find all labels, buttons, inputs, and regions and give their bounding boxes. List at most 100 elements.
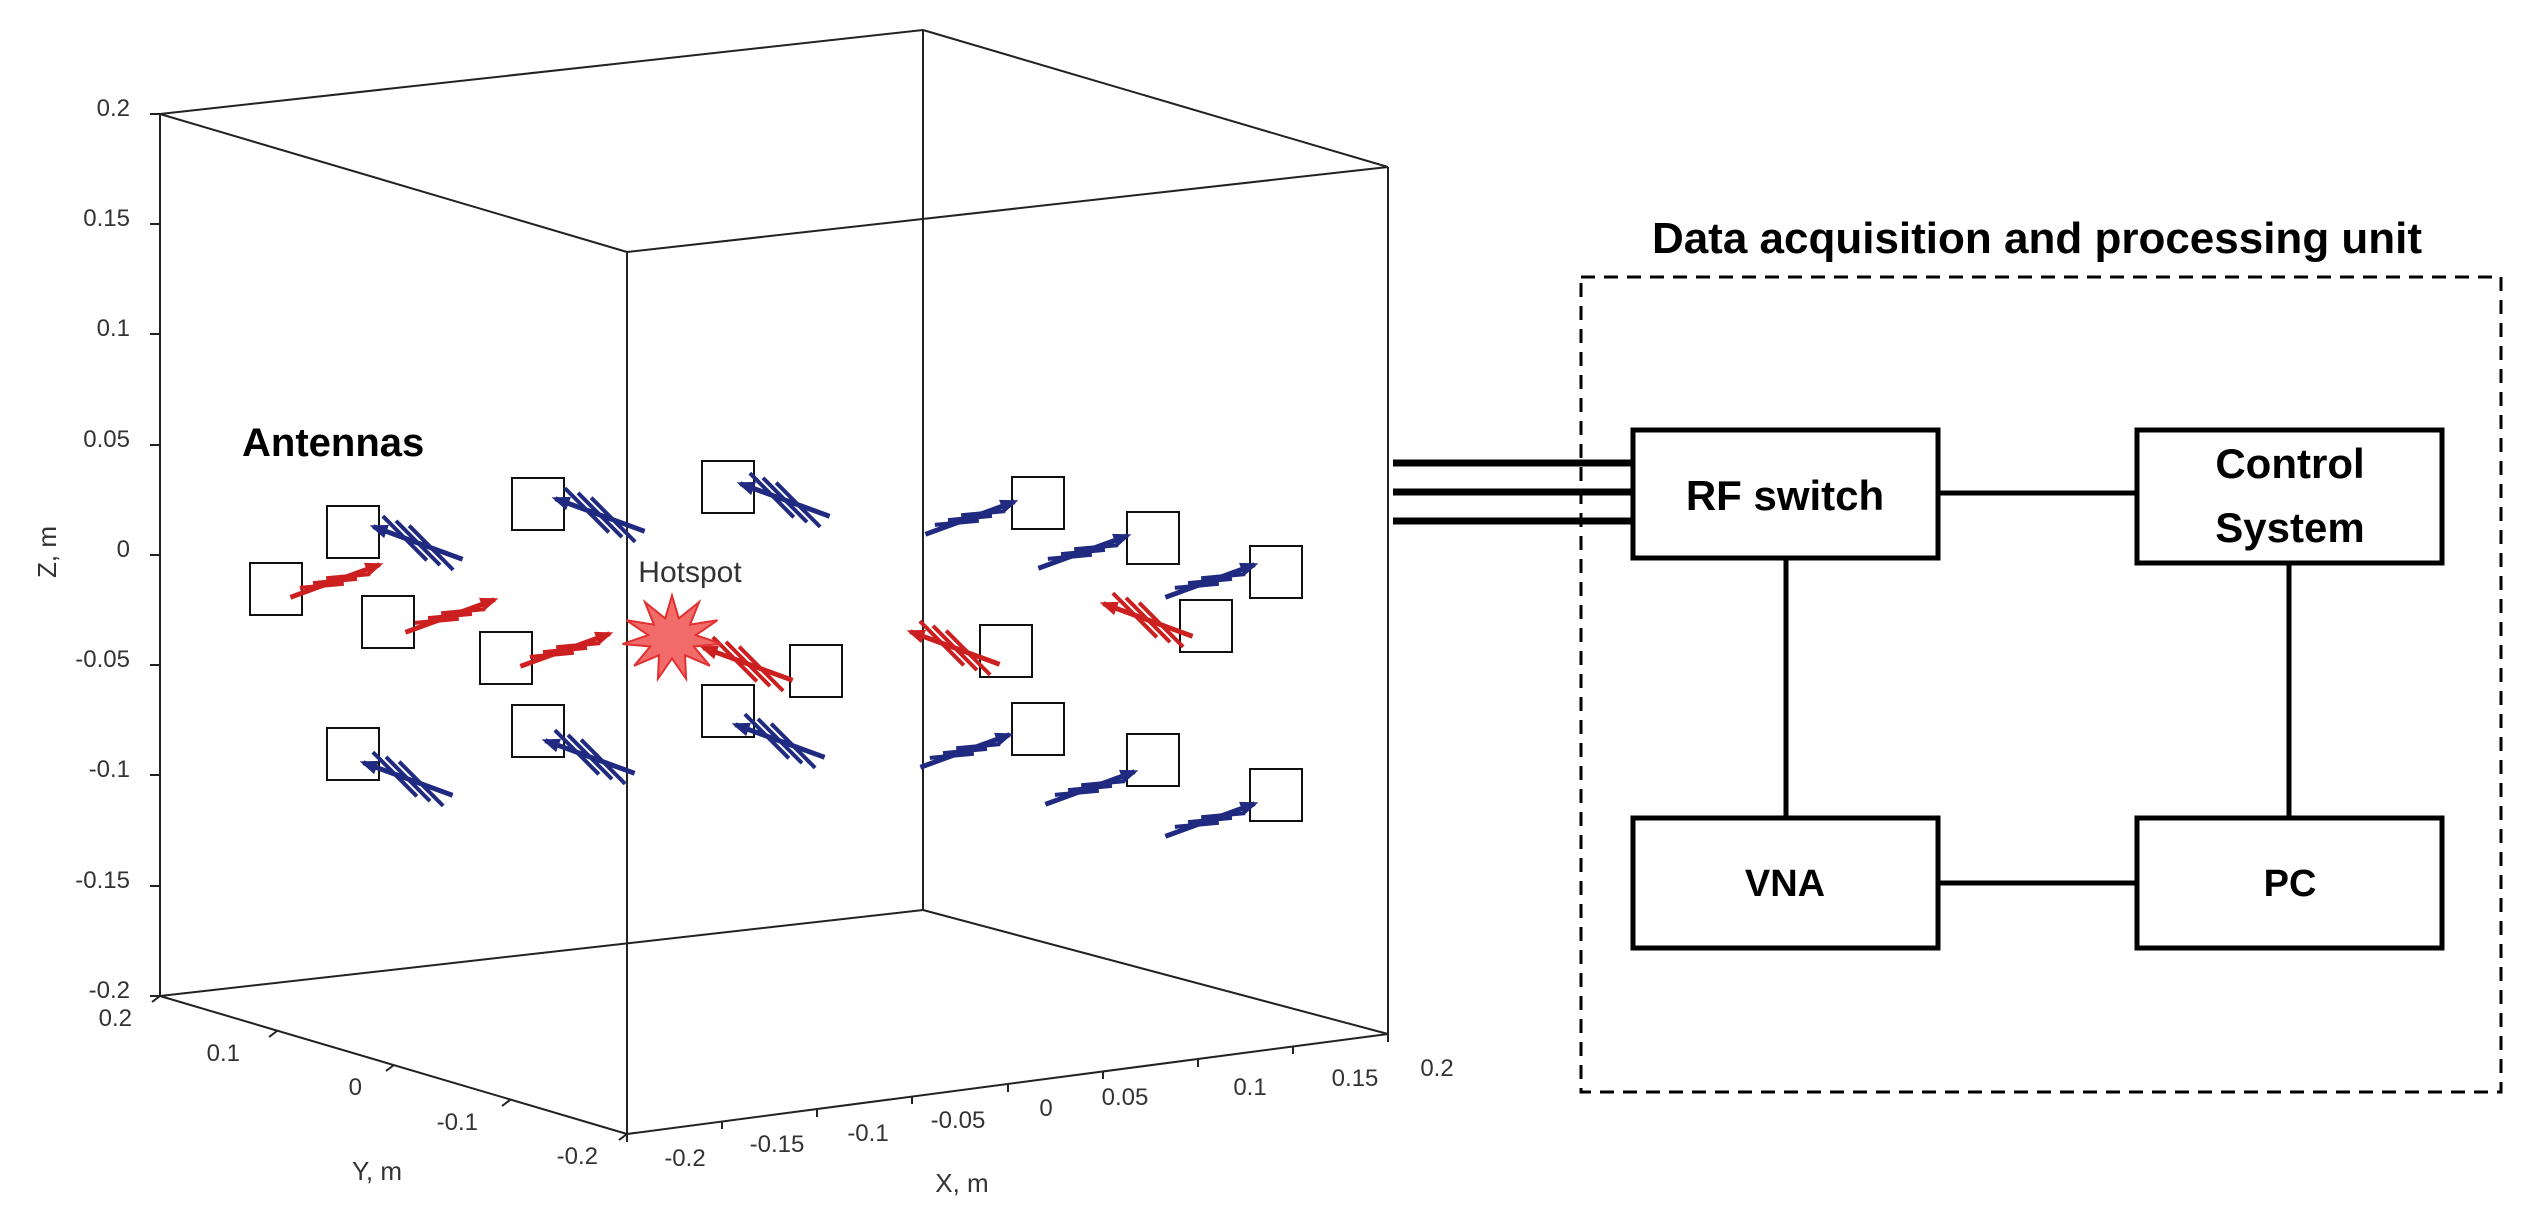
x-tick-label: -0.1 <box>847 1120 888 1147</box>
control-system-label-line2: System <box>2215 504 2364 551</box>
vna-block: VNA <box>1630 815 1941 951</box>
antenna-element <box>427 611 473 621</box>
z-tick-label: 0.05 <box>83 426 130 453</box>
antenna-patch <box>326 727 380 781</box>
active-antenna <box>361 595 499 649</box>
x-tick-label: -0.2 <box>664 1145 705 1172</box>
antenna-element <box>724 640 772 688</box>
antenna-element <box>299 581 345 590</box>
antenna-element <box>579 738 627 786</box>
y-tick-marks <box>151 995 628 1141</box>
antenna-element <box>1174 820 1220 829</box>
antenna-array <box>249 460 1303 839</box>
antenna-patch <box>1011 476 1065 530</box>
antenna-element <box>407 524 455 572</box>
antenna-arrow-icon <box>699 645 719 660</box>
antenna-element <box>769 722 817 770</box>
z-axis: 0.2 0.15 0.1 0.05 0 -0.05 -0.1 -0.15 -0.… <box>32 95 160 1004</box>
antenna-element <box>934 518 980 527</box>
x-axis-label: X, m <box>935 1168 988 1198</box>
active-antenna <box>1099 591 1233 653</box>
hotspot: Hotspot <box>622 556 742 683</box>
antenna-element <box>931 624 979 672</box>
antenna-element <box>563 486 611 534</box>
antenna-patch <box>1249 768 1303 822</box>
antenna-element <box>955 742 1001 751</box>
active-antenna <box>249 562 384 616</box>
antenna-patch <box>701 684 755 738</box>
z-tick-label: -0.15 <box>75 867 130 894</box>
x-tick-label: -0.15 <box>750 1131 805 1158</box>
antenna-element <box>384 755 432 803</box>
antenna-arrow-icon <box>906 629 926 644</box>
x-tick-label: 0.05 <box>1102 1084 1149 1111</box>
antenna-patch <box>361 595 415 649</box>
antenna-patch <box>1179 599 1233 653</box>
antenna-patch <box>1011 702 1065 756</box>
x-tick-label: 0.1 <box>1233 1074 1266 1101</box>
antenna-element <box>918 619 966 667</box>
passive-antenna <box>326 505 464 572</box>
antenna-element <box>397 760 445 808</box>
active-antenna <box>906 619 1033 678</box>
passive-antenna <box>701 460 831 529</box>
rf-switch-label: RF switch <box>1686 472 1884 519</box>
antenna-arrow-icon <box>736 481 756 496</box>
z-tick-marks <box>150 113 160 997</box>
antenna-arrow-icon <box>369 524 389 539</box>
y-tick-label: 0.2 <box>99 1005 132 1032</box>
antenna-element <box>394 519 442 567</box>
antenna-arrow-icon <box>731 722 751 737</box>
control-system-label-line1: Control <box>2215 440 2364 487</box>
hotspot-burst-icon <box>622 591 722 683</box>
antenna-element <box>748 471 796 519</box>
x-tick-marks <box>626 1034 1389 1142</box>
antenna-element <box>1200 572 1246 581</box>
x-axis: -0.2 -0.15 -0.1 -0.05 0 0.05 0.1 0.15 0.… <box>626 1034 1454 1198</box>
antenna-patch <box>1126 733 1180 787</box>
antenna-element <box>1054 788 1100 797</box>
y-tick-label: -0.2 <box>557 1143 598 1170</box>
x-tick-label: 0.15 <box>1332 1065 1379 1092</box>
z-tick-label: 0.1 <box>97 315 130 342</box>
antenna-element <box>761 476 809 524</box>
y-axis-label: Y, m <box>352 1156 402 1186</box>
antenna-patch <box>249 562 303 616</box>
passive-antenna <box>1037 511 1180 571</box>
antenna-element <box>325 572 371 581</box>
antenna-element <box>1200 811 1246 820</box>
passive-antenna <box>1044 733 1180 807</box>
antenna-arrow-icon <box>541 738 561 753</box>
antenna-element <box>1174 581 1220 590</box>
rf-switch-block: RF switch <box>1630 427 1941 561</box>
y-tick-label: 0 <box>349 1074 362 1101</box>
z-tick-label: -0.2 <box>89 977 130 1004</box>
antenna-arrow-icon <box>1099 601 1119 616</box>
antenna-patch <box>511 704 565 758</box>
y-axis: 0.2 0.1 0 -0.1 -0.2 Y, m <box>99 995 628 1186</box>
antenna-patch <box>1249 545 1303 599</box>
antennas-label: Antennas <box>242 421 424 465</box>
antenna-element <box>566 733 614 781</box>
passive-antenna <box>919 702 1065 770</box>
antenna-element <box>743 712 791 760</box>
hotspot-label: Hotspot <box>638 556 742 589</box>
passive-antenna <box>924 476 1065 537</box>
passive-antenna <box>701 684 826 770</box>
vna-label: VNA <box>1745 863 1825 905</box>
antenna-element <box>1187 576 1233 586</box>
antenna-element <box>589 496 637 544</box>
acquisition-unit-title: Data acquisition and processing unit <box>1652 214 2422 263</box>
antenna-element <box>756 717 804 765</box>
acquisition-unit-boundary <box>1579 275 2503 1094</box>
antenna-element <box>1080 779 1126 788</box>
active-antenna <box>479 631 614 685</box>
antenna-element <box>774 481 822 529</box>
antenna-patch <box>511 477 565 531</box>
antenna-element <box>414 616 460 625</box>
y-tick-label: -0.1 <box>437 1109 478 1136</box>
antenna-element <box>947 513 993 523</box>
antenna-element <box>929 751 975 760</box>
antenna-element <box>1111 591 1159 639</box>
